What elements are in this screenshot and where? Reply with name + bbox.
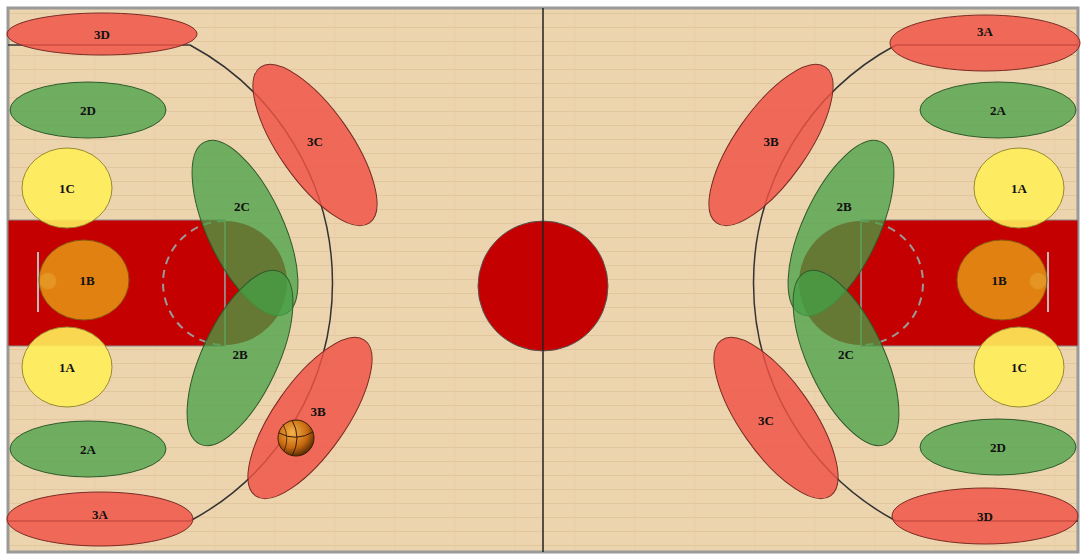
zone-ellipse [692,320,860,517]
zone-label: 2D [990,441,1006,454]
court-zone: 2D [8,80,168,140]
half-court-line [542,8,544,552]
zone-label: 3D [94,28,110,41]
zone-ellipse [892,488,1078,544]
court-zone: 3C [251,62,379,228]
court-zone: 3B [246,335,374,501]
zone-label: 3B [310,405,325,418]
zone-ellipse [957,240,1047,320]
court-zone: 1B [37,238,131,322]
zone-label: 3B [763,135,778,148]
paint-area [8,220,225,346]
court-zone: 3A [888,13,1082,73]
paint-area [861,220,1078,346]
zone-ellipse [7,13,197,55]
zone-label: 1B [991,274,1006,287]
court-zone: 1C [972,325,1066,409]
zone-label: 3A [977,25,993,38]
court-zone: 1C [20,146,114,230]
zone-ellipse [920,419,1076,475]
zone-label: 1B [79,274,94,287]
zone-outline [888,13,1082,73]
zone-label: 1A [59,361,75,374]
zone-label: 1C [59,182,75,195]
court-zone: 1B [955,238,1049,322]
zone-label: 2C [234,200,250,213]
zone-label: 3C [307,135,323,148]
court-floor [8,8,1078,552]
zone-label: 2B [232,348,247,361]
zone-ellipse [7,492,193,546]
zone-label: 2C [838,348,854,361]
zone-ellipse [22,327,112,407]
center-circle [478,221,608,351]
court-zone: 1A [20,325,114,409]
court-zone: 2A [918,80,1078,140]
zone-ellipse [10,421,166,477]
half-court-line [542,221,544,351]
zone-label: 2A [80,443,96,456]
court-zone: 3C [712,335,840,501]
court-zone: 1A [972,146,1066,230]
court-zone: 3D [890,486,1080,546]
zone-ellipse [39,240,129,320]
zone-label: 3D [977,510,993,523]
court-zone: 3D [5,11,199,57]
zone-ellipse [974,148,1064,228]
zone-ellipse [231,47,399,244]
zone-label: 3A [92,508,108,521]
zone-label: 1C [1011,361,1027,374]
zone-ellipse [10,82,166,138]
court-zone: 3A [5,490,195,548]
zone-label: 3C [758,414,774,427]
zone-outline [246,335,374,501]
zone-label: 2B [836,200,851,213]
zone-label: 1A [1011,182,1027,195]
court-zone: 2A [8,419,168,479]
zone-outline [712,335,840,501]
zone-ellipse [226,320,394,517]
zone-label: 2D [80,104,96,117]
zone-ellipse [22,148,112,228]
court-zone: 2D [918,417,1078,477]
zone-ellipse [890,15,1080,71]
zone-ellipse [920,82,1076,138]
zone-label: 2A [990,104,1006,117]
zone-ellipse [974,327,1064,407]
